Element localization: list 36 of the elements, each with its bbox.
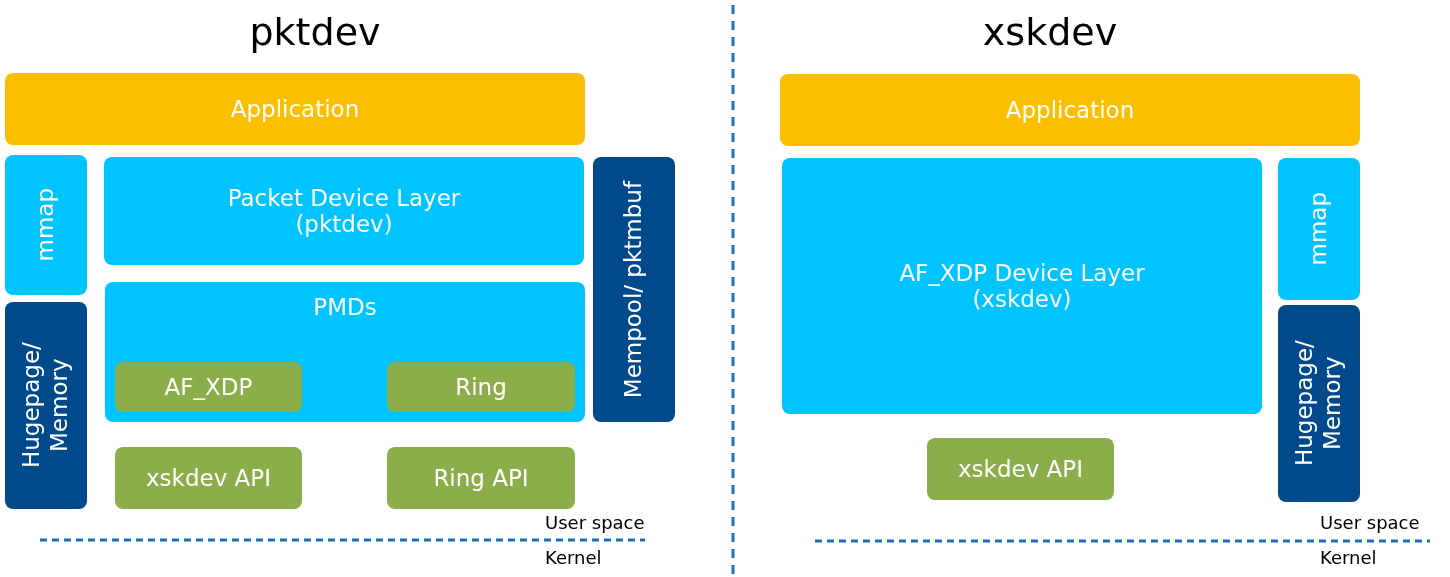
- box-label: Application: [1005, 97, 1135, 123]
- box-label: xskdev API: [146, 465, 271, 491]
- box-label: Hugepage/ Memory: [18, 341, 73, 471]
- box-label: AF_XDP: [164, 374, 253, 400]
- layer-box: [5, 155, 87, 295]
- box-label: xskdev API: [958, 456, 1083, 482]
- layer-box: [5, 73, 585, 145]
- box-label: Hugepage/ Memory: [1291, 339, 1346, 469]
- component-box: [115, 362, 302, 412]
- region-label: User space: [1320, 512, 1420, 533]
- box-label: mmap: [1305, 192, 1333, 266]
- layer-box: [1278, 158, 1360, 300]
- box-label: Application: [230, 96, 360, 122]
- layer-box: [593, 157, 675, 422]
- panel-title: xskdev: [982, 10, 1118, 54]
- box-label: Packet Device Layer (pktdev): [226, 185, 462, 237]
- box-label: Ring: [455, 374, 507, 400]
- region-label: Kernel: [1320, 547, 1377, 568]
- region-label: User space: [545, 512, 645, 533]
- layer-box: [1278, 305, 1360, 502]
- layer-box: [5, 302, 87, 509]
- box-label: PMDs: [313, 294, 377, 320]
- box-label: Ring API: [433, 465, 529, 491]
- region-label: Kernel: [545, 547, 602, 568]
- box-label: mmap: [32, 188, 60, 262]
- box-label: AF_XDP Device Layer (xskdev): [898, 260, 1146, 312]
- panel-title: pktdev: [249, 10, 381, 54]
- component-box: [387, 362, 575, 412]
- layer-box: [780, 74, 1360, 146]
- layer-box: [782, 158, 1262, 414]
- layer-box: [104, 157, 584, 265]
- component-box: [115, 447, 302, 509]
- component-box: [387, 447, 575, 509]
- component-box: [927, 438, 1114, 500]
- box-label: Mempool/ pktmbuf: [620, 180, 648, 399]
- group-box: [105, 282, 585, 422]
